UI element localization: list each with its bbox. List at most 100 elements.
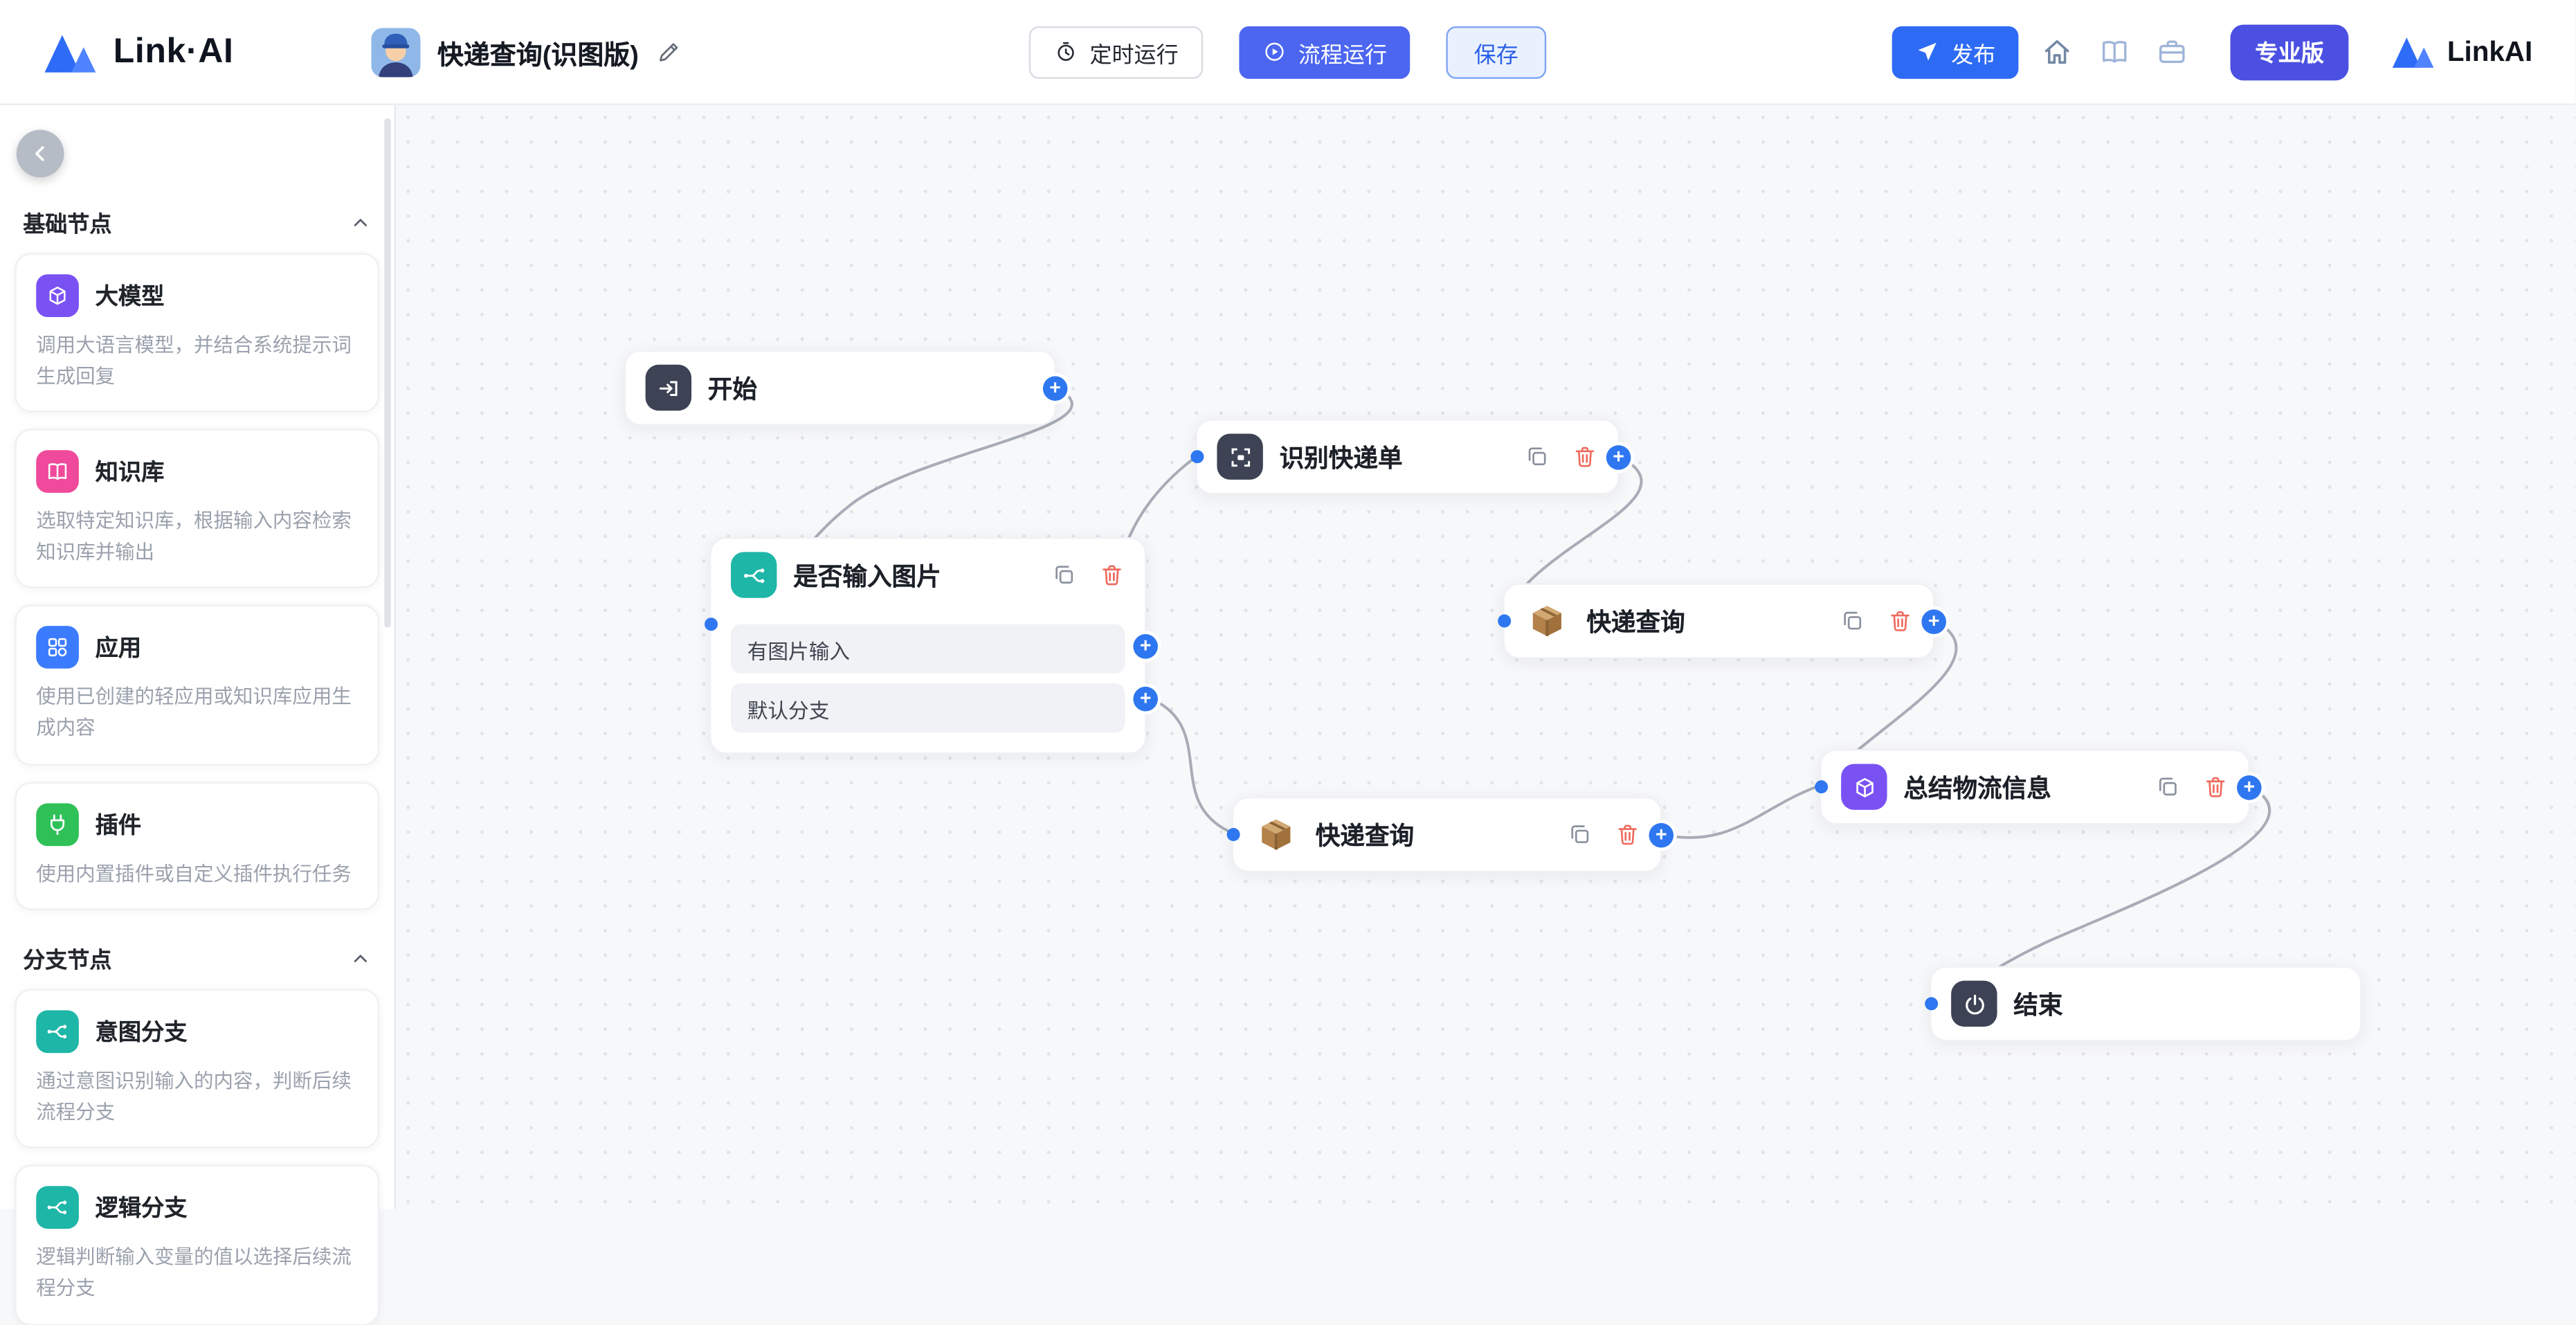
output-port[interactable] xyxy=(1606,444,1631,469)
workflow-title-group: 快递查询(识图版) xyxy=(372,27,683,76)
home-icon[interactable] xyxy=(2038,33,2076,71)
pro-version-button[interactable]: 专业版 xyxy=(2230,24,2349,80)
brand-logo[interactable]: Link·AI xyxy=(43,30,234,73)
intent-branch-icon xyxy=(730,552,777,598)
node-label: 总结物流信息 xyxy=(1903,774,2051,803)
edge-express2-to-summary xyxy=(1662,785,1817,839)
node-palette-sidebar: 基础节点 大模型 调用大语言模型，并结合系统提示词生成回复 知识库 选取特定知识… xyxy=(0,105,396,1325)
linkai-logo-icon xyxy=(43,30,99,73)
flow-node-summary[interactable]: 总结物流信息 xyxy=(1815,749,2262,825)
image-recognition-icon xyxy=(1217,433,1263,480)
output-port[interactable] xyxy=(2237,774,2262,800)
input-port[interactable] xyxy=(705,618,718,631)
node-label: 快递查询 xyxy=(1586,609,1685,637)
palette-item-plugin[interactable]: 插件 使用内置插件或自定义插件执行任务 xyxy=(15,781,380,911)
schedule-run-label: 定时运行 xyxy=(1089,42,1179,67)
clock-icon xyxy=(1053,39,1078,64)
sidebar-collapse-button[interactable] xyxy=(16,129,64,178)
input-port[interactable] xyxy=(1226,827,1240,841)
node-label: 结束 xyxy=(2013,991,2063,1020)
send-icon xyxy=(1915,39,1940,64)
pro-version-label: 专业版 xyxy=(2255,38,2324,65)
palette-label: 插件 xyxy=(95,811,142,838)
output-port-branch-2[interactable] xyxy=(1133,686,1158,712)
input-port[interactable] xyxy=(1190,450,1204,464)
copy-node-icon[interactable] xyxy=(2155,774,2181,800)
header-right-actions: 发布 专业版 LinkAI xyxy=(1892,24,2532,80)
flow-node-start[interactable]: 开始 xyxy=(624,350,1068,426)
publish-label: 发布 xyxy=(1951,42,1996,67)
app-icon xyxy=(36,627,79,669)
publish-button[interactable]: 发布 xyxy=(1892,25,2019,78)
palette-label: 大模型 xyxy=(95,282,165,309)
linkai-logo-icon-right xyxy=(2391,35,2436,69)
schedule-run-button[interactable]: 定时运行 xyxy=(1028,25,1204,78)
node-label: 开始 xyxy=(707,375,757,404)
app-header: Link·AI 快递查询(识图版) 定时运行 流程运行 保存 xyxy=(0,0,2575,105)
input-port[interactable] xyxy=(1498,614,1512,628)
palette-desc: 选取特定知识库，根据输入内容检索知识库并输出 xyxy=(36,510,352,564)
copy-node-icon[interactable] xyxy=(1840,608,1866,634)
output-port[interactable] xyxy=(1921,609,1947,633)
workflow-title: 快递查询(识图版) xyxy=(437,42,639,70)
package-icon xyxy=(1253,811,1299,857)
palette-item-llm[interactable]: 大模型 调用大语言模型，并结合系统提示词生成回复 xyxy=(15,253,380,413)
delete-node-icon[interactable] xyxy=(1099,562,1125,588)
palette-item-logic-branch[interactable]: 逻辑分支 逻辑判断输入变量的值以选择后续流程分支 xyxy=(15,1165,380,1325)
brand-name: Link·AI xyxy=(113,32,234,70)
branch-option-default[interactable]: 默认分支 xyxy=(730,683,1125,733)
output-port[interactable] xyxy=(1649,822,1674,847)
section-branch-nodes[interactable]: 分支节点 xyxy=(15,927,379,989)
palette-label: 意图分支 xyxy=(95,1018,188,1045)
copy-node-icon[interactable] xyxy=(1524,444,1550,470)
chevron-up-icon[interactable] xyxy=(350,211,371,233)
branch-option-image[interactable]: 有图片输入 xyxy=(730,624,1125,674)
llm-icon xyxy=(36,274,79,317)
edge-branch2-to-express2 xyxy=(1145,695,1229,833)
flow-node-express-query-1[interactable]: 快递查询 xyxy=(1498,583,1947,659)
palette-label: 知识库 xyxy=(95,458,165,485)
save-button[interactable]: 保存 xyxy=(1446,25,1547,78)
palette-desc: 调用大语言模型，并结合系统提示词生成回复 xyxy=(36,333,352,388)
output-port[interactable] xyxy=(1042,375,1068,400)
package-icon xyxy=(1524,598,1570,644)
node-label: 识别快递单 xyxy=(1279,444,1403,473)
palette-label: 逻辑分支 xyxy=(95,1194,188,1221)
delete-node-icon[interactable] xyxy=(1887,608,1914,634)
delete-node-icon[interactable] xyxy=(2202,774,2229,800)
delete-node-icon[interactable] xyxy=(1572,444,1598,470)
workspace-icon[interactable] xyxy=(2153,33,2191,71)
palette-item-knowledge[interactable]: 知识库 选取特定知识库，根据输入内容检索知识库并输出 xyxy=(15,429,380,589)
palette-desc: 使用内置插件或自定义插件执行任务 xyxy=(36,861,352,885)
palette-desc: 通过意图识别输入的内容，判断后续流程分支 xyxy=(36,1070,352,1124)
account-brand[interactable]: LinkAI xyxy=(2391,35,2532,69)
output-port-branch-1[interactable] xyxy=(1133,633,1158,659)
section-branch-title: 分支节点 xyxy=(23,948,112,973)
edit-title-icon[interactable] xyxy=(655,38,683,66)
palette-item-app[interactable]: 应用 使用已创建的轻应用或知识库应用生成内容 xyxy=(15,605,380,765)
delete-node-icon[interactable] xyxy=(1615,822,1641,848)
llm-icon xyxy=(1841,764,1887,810)
flow-canvas[interactable]: 开始 识别快递单 是否输入图片 xyxy=(395,105,2575,1209)
knowledge-icon xyxy=(36,450,79,494)
flow-node-express-query-2[interactable]: 快递查询 xyxy=(1226,796,1674,873)
copy-node-icon[interactable] xyxy=(1567,822,1593,848)
sidebar-scrollbar[interactable] xyxy=(384,118,391,628)
end-icon xyxy=(1951,980,1997,1027)
copy-node-icon[interactable] xyxy=(1051,562,1078,588)
plugin-icon xyxy=(36,802,79,846)
start-icon xyxy=(645,364,692,411)
chevron-up-icon[interactable] xyxy=(350,947,371,968)
input-port[interactable] xyxy=(1925,997,1939,1011)
input-port[interactable] xyxy=(1815,780,1829,794)
flow-run-button[interactable]: 流程运行 xyxy=(1239,25,1411,78)
palette-item-intent-branch[interactable]: 意图分支 通过意图识别输入的内容，判断后续流程分支 xyxy=(15,989,380,1149)
node-label: 快递查询 xyxy=(1315,822,1415,851)
flow-node-end[interactable]: 结束 xyxy=(1925,966,2362,1042)
palette-label: 应用 xyxy=(95,634,142,661)
palette-desc: 逻辑判断输入变量的值以选择后续流程分支 xyxy=(36,1245,352,1299)
flow-node-recognize[interactable]: 识别快递单 xyxy=(1190,419,1631,495)
section-basic-nodes[interactable]: 基础节点 xyxy=(15,190,379,253)
flow-node-branch[interactable]: 是否输入图片 有图片输入 默认分支 xyxy=(705,537,1158,755)
docs-icon[interactable] xyxy=(2096,33,2134,71)
